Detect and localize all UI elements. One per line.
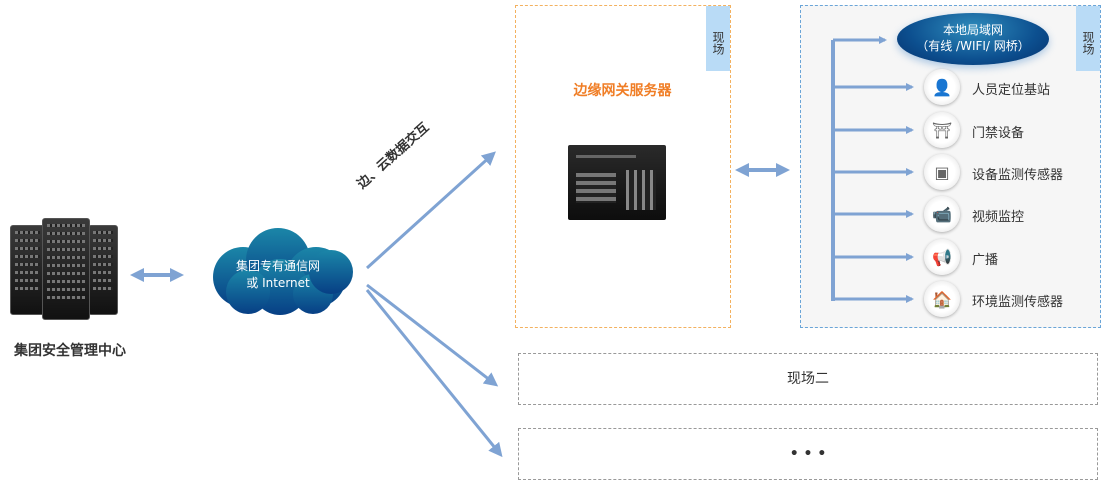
arrow-to-more	[365, 289, 503, 458]
network-line2: 或 Internet	[246, 276, 310, 290]
cloud-icon	[213, 228, 353, 315]
device-label: 设备监测传感器	[972, 168, 1064, 183]
site-tab: 现场	[1076, 6, 1100, 71]
camera-icon: 📹	[924, 196, 960, 232]
site1-gateway-panel: 现场	[515, 5, 731, 328]
arrow-to-site2	[366, 283, 499, 387]
lan-ellipse: 本地局域网 （有线 /WIFI/ 网桥）	[897, 13, 1049, 65]
device-label: 视频监控	[972, 210, 1025, 225]
arrow-to-site1	[365, 151, 496, 270]
person-pin-icon: 👤	[924, 69, 960, 105]
gateway-title: 边缘网关服务器	[573, 83, 672, 99]
weather-station-icon: 🏠	[924, 281, 960, 317]
site-tab: 现场	[706, 6, 730, 71]
sensor-box-icon: ▣	[924, 154, 960, 190]
device-label: 门禁设备	[972, 126, 1025, 141]
device-label: 人员定位基站	[972, 83, 1051, 98]
lan-line1: 本地局域网	[942, 23, 1003, 37]
more-sites-box: • • •	[518, 428, 1098, 480]
device-label: 广播	[972, 253, 999, 268]
device-label: 环境监测传感器	[972, 295, 1064, 310]
center-label: 集团安全管理中心	[14, 343, 126, 359]
lan-line2: （有线 /WIFI/ 网桥）	[916, 39, 1030, 53]
gate-icon: ⛩	[924, 112, 960, 148]
gateway-server-icon	[568, 145, 666, 220]
site2-box: 现场二	[518, 353, 1098, 405]
network-line1: 集团专有通信网	[235, 259, 320, 273]
network-label: 集团专有通信网 或 Internet	[200, 258, 356, 292]
speaker-icon: 📢	[924, 239, 960, 275]
